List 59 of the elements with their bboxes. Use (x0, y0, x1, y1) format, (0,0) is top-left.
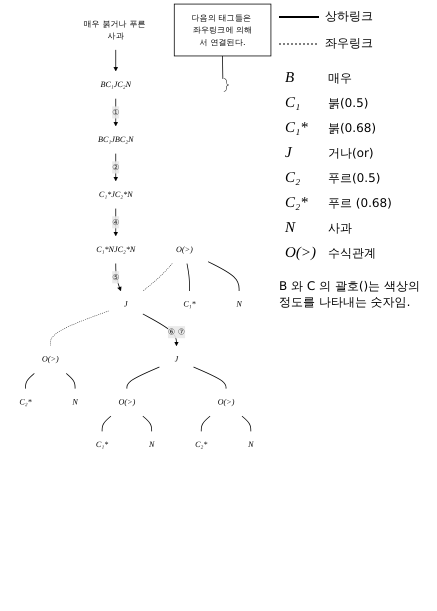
connector (222, 56, 224, 80)
edge-label: ④ (112, 217, 120, 227)
connector (126, 366, 160, 390)
connector (200, 416, 210, 432)
connector (242, 416, 252, 432)
footnote: B 와 C 의 괄호()는 색상의 정도를 나타내는 숫자임. (279, 278, 422, 310)
node-text: N (148, 440, 154, 450)
symbol-label: B (284, 69, 296, 88)
symbol-label: N (284, 219, 297, 238)
node-text: N (72, 398, 78, 406)
node-text: N (236, 300, 242, 309)
meaning-label: 수식관계 (326, 245, 377, 262)
edge-label: ⑥ ⑦ (168, 327, 186, 337)
edge-label: ② (112, 162, 120, 172)
node-text: BC₁JC₂N (100, 80, 132, 90)
symbol-label: C₁ (284, 94, 302, 113)
node-text: C₁*NJC₂*N (96, 245, 136, 254)
legend-text: 상하링크 (325, 8, 373, 25)
node-text: O(>) (42, 355, 59, 364)
node-text: C₂* (19, 398, 32, 406)
edge-label: ① (112, 107, 120, 117)
connector (208, 261, 240, 292)
symbol-label: C₂ (284, 169, 302, 188)
meaning-label: 푸르 (0.68) (326, 195, 393, 212)
symbol-label: C₂* (284, 194, 309, 213)
meaning-label: 매우 (326, 70, 353, 87)
connector (25, 373, 35, 390)
node-text: O(>) (218, 398, 234, 406)
symbol-label: O(>) (284, 244, 317, 263)
meaning-label: 거나(or) (326, 145, 375, 162)
node-text: C₁* (183, 300, 196, 309)
node-box: 다음의 태그들은 좌우링크에 의해서 연결된다. (174, 4, 272, 56)
meaning-label: 푸르(0.5) (326, 170, 382, 187)
connector (193, 366, 226, 390)
symbol-label: J (284, 144, 294, 163)
connector (66, 373, 76, 390)
node-bracket (224, 78, 230, 92)
edge-label: ⑤ (112, 272, 120, 282)
connector (142, 416, 152, 432)
node-text: J (174, 355, 178, 364)
connector (142, 263, 173, 292)
meaning-label: 붉(0.5) (326, 95, 370, 112)
node-text: C₁*JC₂*N (98, 190, 133, 199)
node-text: C₂* (195, 440, 208, 450)
arrow (114, 49, 118, 72)
node-text: O(>) (176, 245, 193, 254)
node-text: O(>) (118, 398, 136, 406)
symbol-label: C₁* (284, 119, 309, 138)
connector (50, 310, 109, 346)
node-text: J (124, 300, 128, 309)
meaning-label: 사과 (326, 220, 353, 237)
legend-text: 좌우링크 (325, 35, 373, 52)
connector (186, 263, 190, 292)
node-text: BC₁JBC₂N (98, 135, 134, 144)
node-text: C₁* (96, 440, 108, 450)
node-text: N (248, 440, 254, 450)
connector (102, 416, 112, 432)
meaning-label: 붉(0.68) (326, 120, 378, 137)
node-text: 매우 붉거나 푸른 사과 (83, 18, 146, 41)
